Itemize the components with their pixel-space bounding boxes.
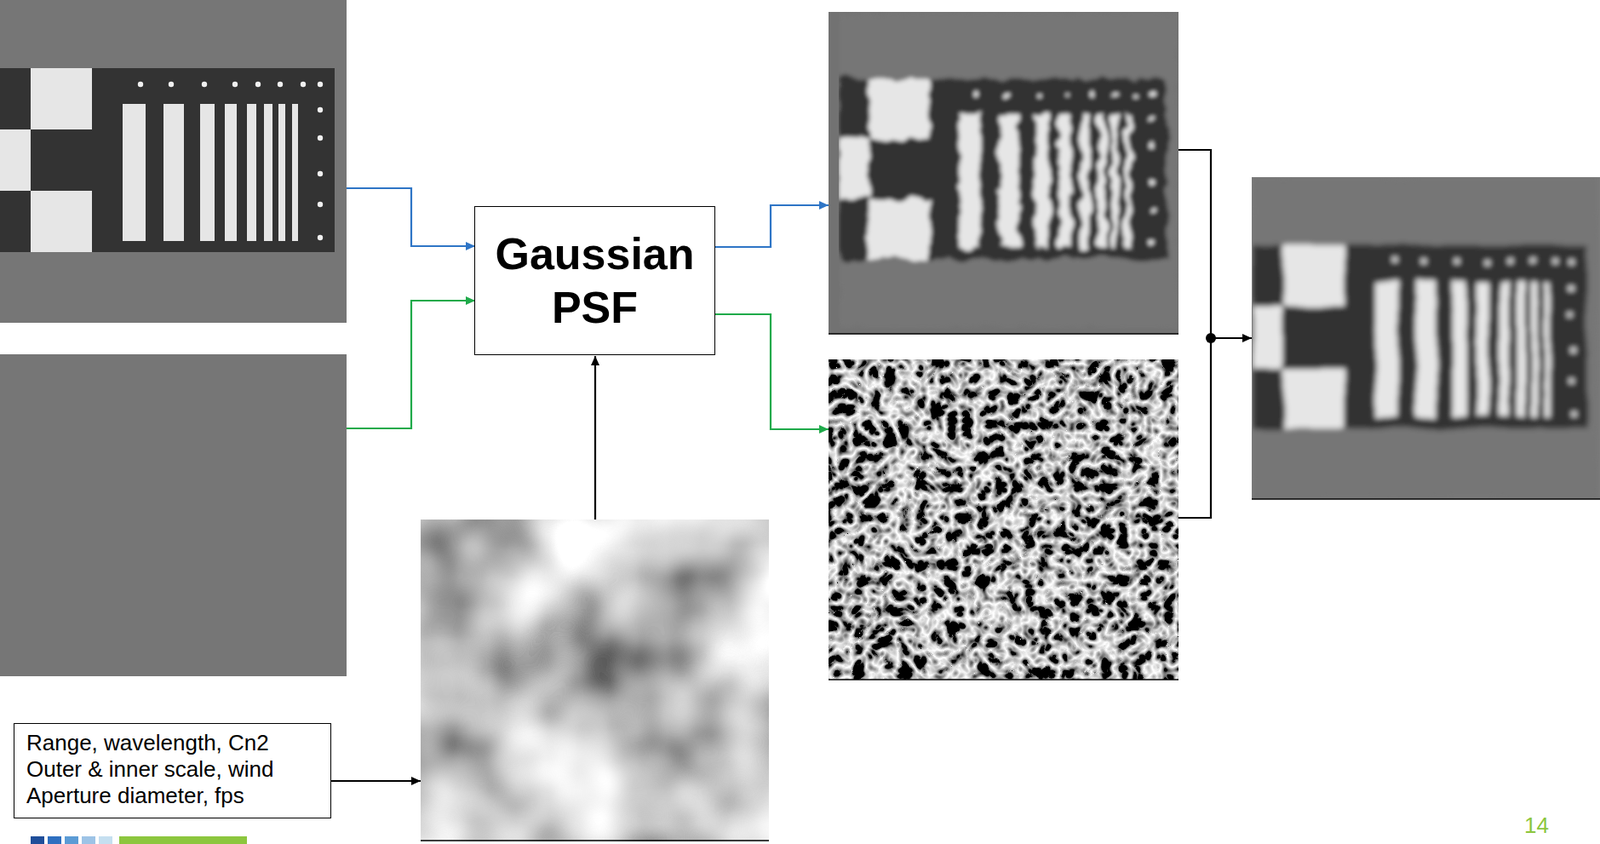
logo-bar [30,836,45,844]
green-flow [714,314,829,430]
phase-screen-image [420,519,769,842]
speckle-image [828,359,1179,680]
combined-image [1251,177,1600,499]
box-text: Range, wavelength, Cn2 Outer & inner sca… [26,729,319,810]
logo-bar [47,836,62,844]
merge-dot [1205,332,1216,344]
process-box: Gaussian PSF [474,206,716,356]
logo-bar [119,836,247,844]
image-edge [1251,498,1600,500]
blank-image [0,354,347,677]
input-image [0,0,347,323]
merge-arrow [1210,337,1252,339]
logo-bar [98,836,113,844]
image-edge [828,332,1179,335]
phase-screen [420,519,769,842]
blurred-chart [838,11,1179,329]
logo-strip [30,836,247,844]
image-ground [1251,177,1600,499]
merge-bracket [1178,149,1211,518]
page-number: 14 [1524,813,1549,838]
blue-flow [346,188,476,247]
image-ground [828,11,1179,334]
params-arrow [331,779,421,782]
screen-arrow [594,355,597,520]
output-image [828,11,1179,334]
logo-bar [81,836,96,844]
image-edge [420,839,769,842]
image-edge [828,678,1179,681]
logo-bar [64,836,79,844]
parameter-box: Range, wavelength, Cn2 Outer & inner sca… [13,722,332,819]
box-text: Gaussian PSF [490,227,700,334]
speckle-pattern [828,359,1179,680]
combined-chart [1253,177,1600,499]
green-flow [346,300,476,429]
flow-lines [331,149,1252,781]
blue-flow [714,205,829,247]
